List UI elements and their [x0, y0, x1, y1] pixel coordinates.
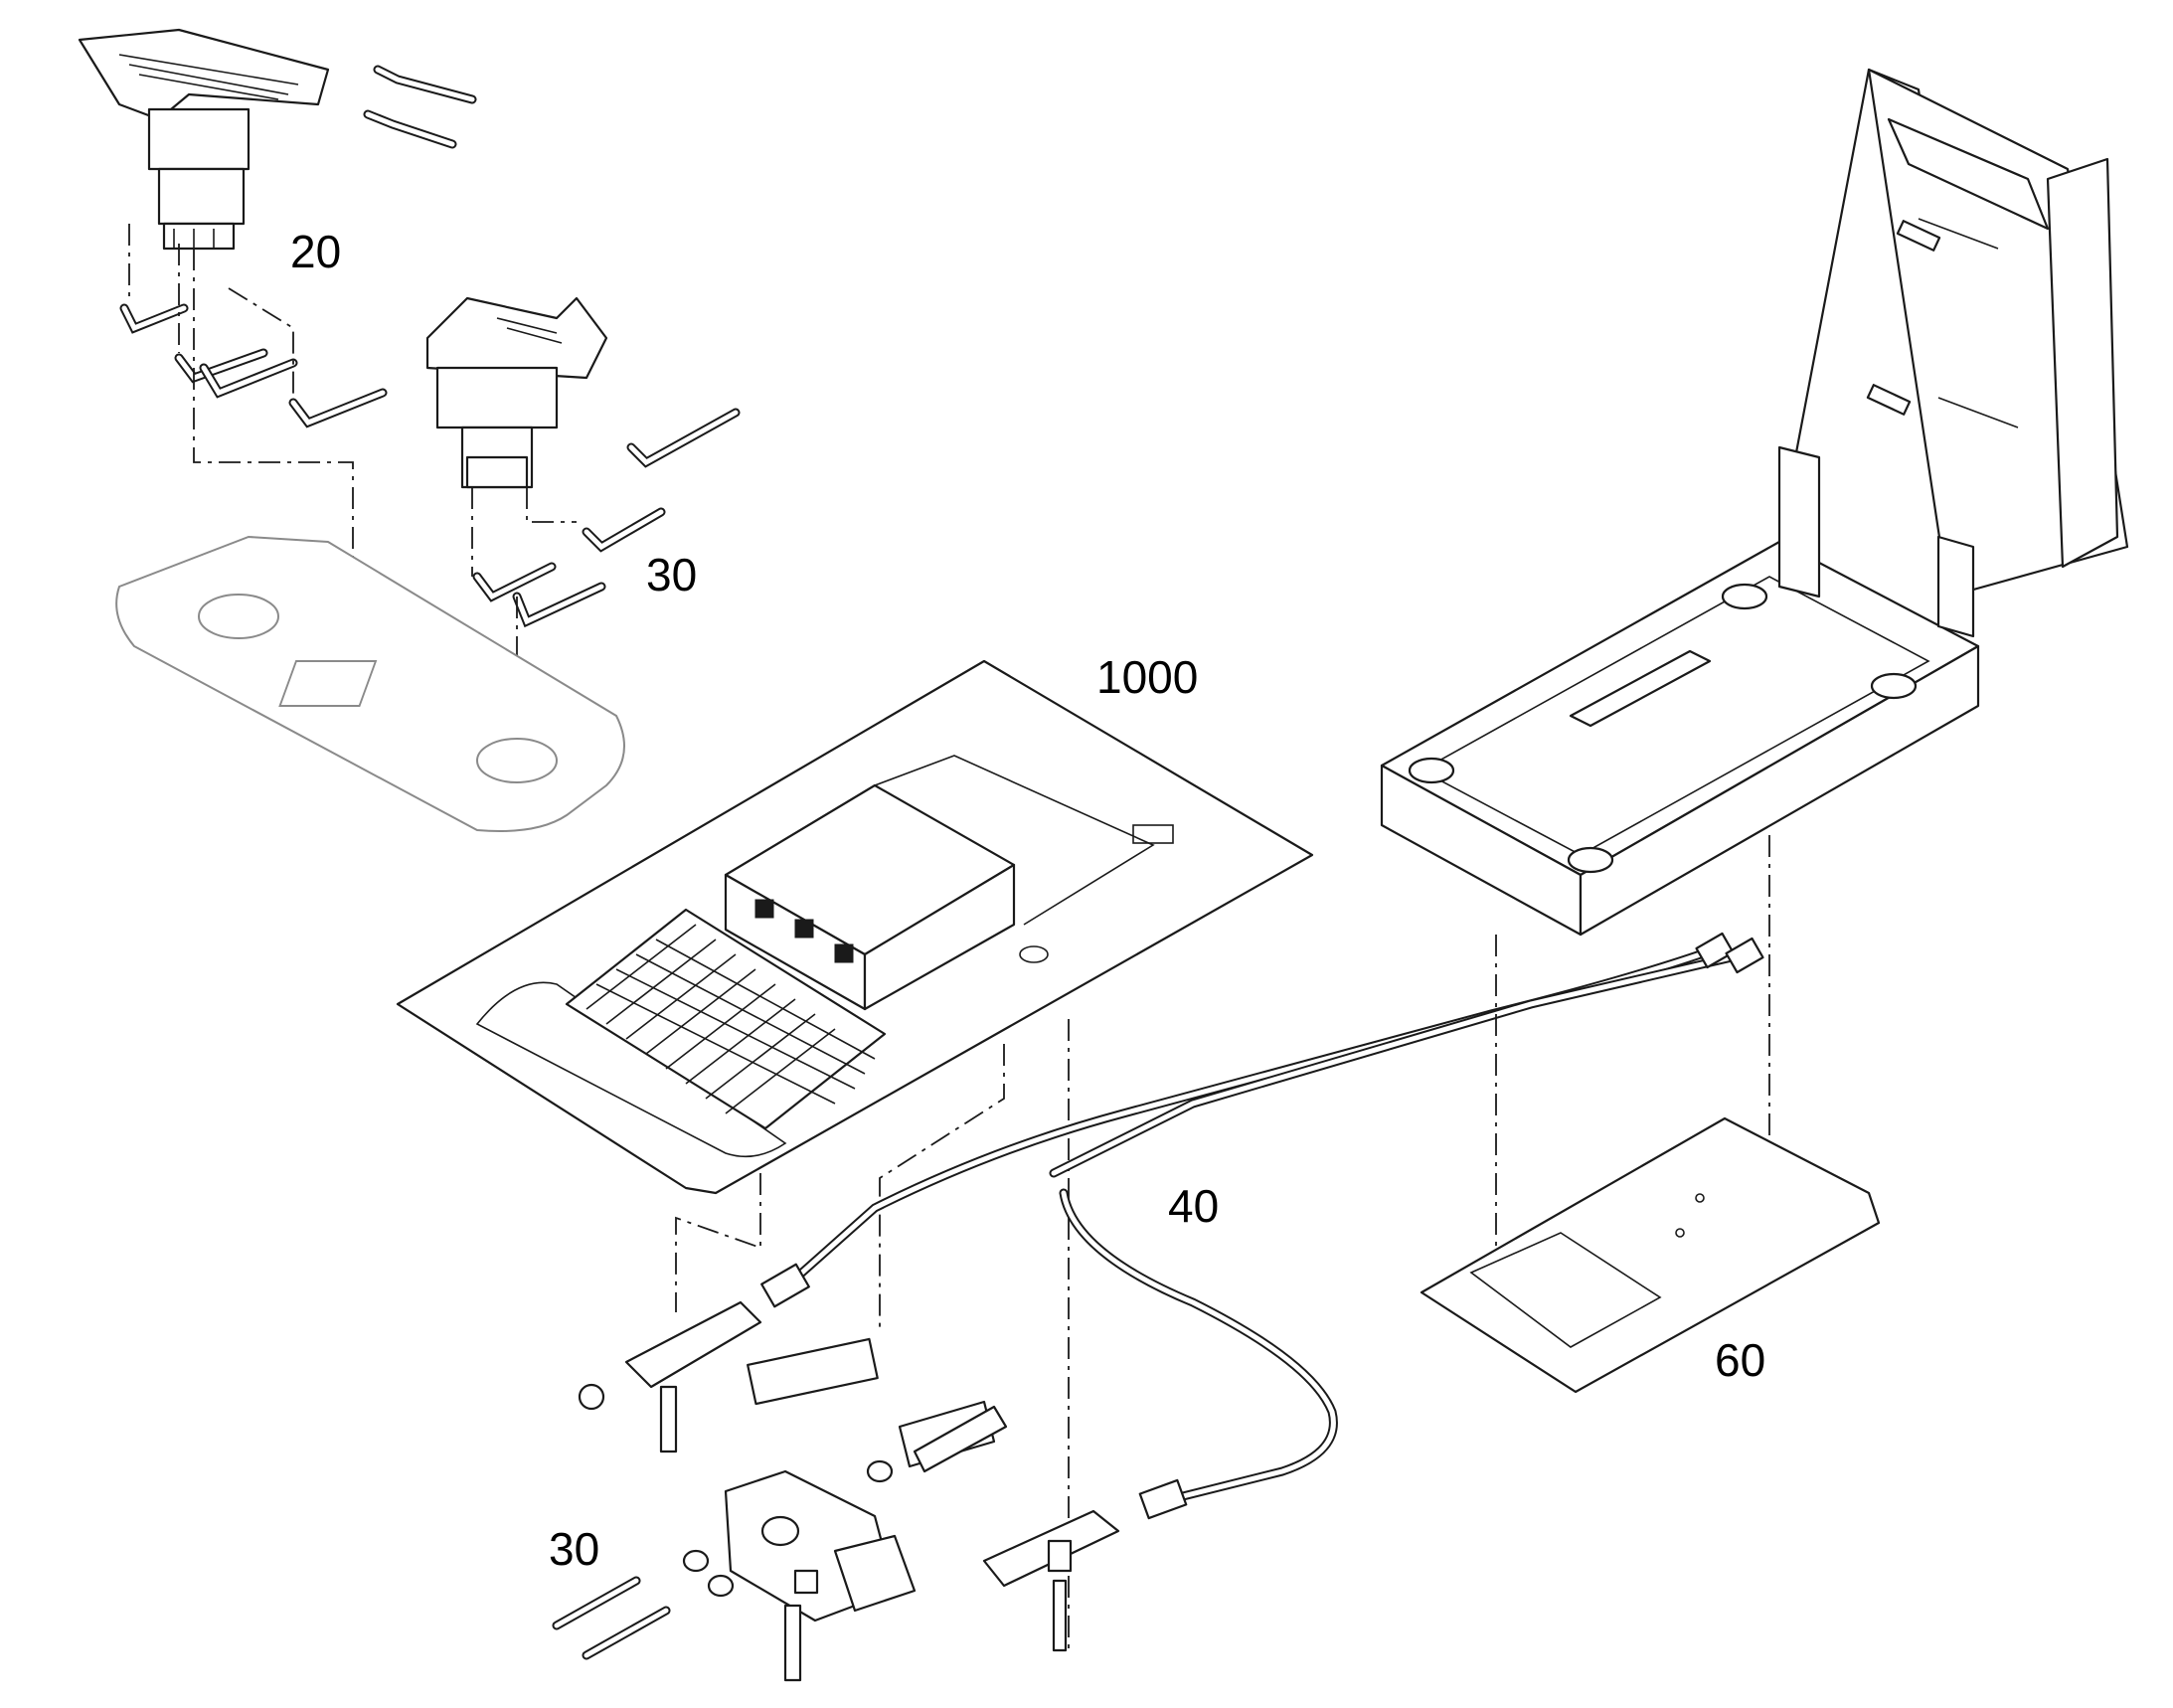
part-number-label-40: 40	[1168, 1180, 1220, 1232]
part-number-label-20: 20	[290, 226, 342, 277]
seat-console	[1380, 68, 2129, 937]
pedal-valve-assembly-20	[78, 28, 330, 251]
seat-mounting-plate-60	[1420, 1116, 1881, 1394]
part-number-label-60: 60	[1715, 1334, 1766, 1386]
mounting-plate-gray	[115, 535, 625, 832]
part-number-label-30-top: 30	[646, 549, 698, 600]
fitting-stack	[682, 1405, 1008, 1598]
tee-fitting-block	[982, 1509, 1120, 1652]
manifold-block	[552, 1300, 996, 1682]
part-number-label-1000: 1000	[1096, 651, 1199, 703]
pedal-valve-assembly-30	[425, 296, 741, 756]
hose-assembly-40	[760, 932, 1764, 1520]
part-number-label-30-bottom: 30	[549, 1523, 600, 1575]
cab-floor-plate-1000	[396, 659, 1314, 1195]
